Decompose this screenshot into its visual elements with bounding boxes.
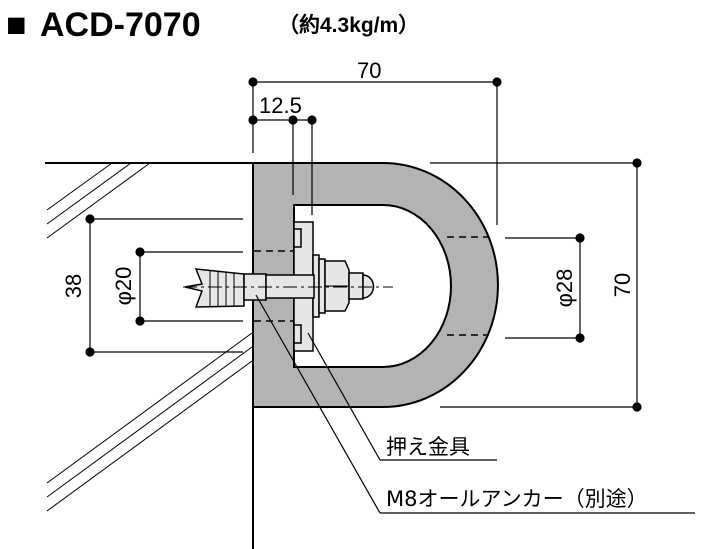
dim-wall-thickness: 12.5 bbox=[259, 93, 302, 118]
hidden-lines bbox=[254, 236, 488, 336]
dim-overall-width: 70 bbox=[357, 58, 381, 83]
anchor-bolt bbox=[184, 260, 375, 312]
dim-hole-left: φ20 bbox=[111, 267, 136, 306]
wall bbox=[45, 162, 254, 549]
title-square: ■ bbox=[6, 6, 27, 44]
dim-plate-height: 38 bbox=[61, 274, 86, 298]
label-anchor: M8オールアンカー（別途） bbox=[386, 487, 648, 511]
dimension-lines bbox=[85, 77, 642, 412]
dim-overall-height: 70 bbox=[610, 273, 635, 297]
wall-hatching bbox=[46, 162, 253, 512]
leader-lines bbox=[255, 294, 695, 514]
model-title: ACD-7070 bbox=[40, 6, 201, 44]
weight-label: （約4.3kg/m） bbox=[278, 13, 419, 37]
dim-hole-right: φ28 bbox=[552, 269, 577, 308]
label-retainer: 押え金具 bbox=[386, 435, 470, 459]
rubber-bumper-profile bbox=[252, 162, 499, 408]
